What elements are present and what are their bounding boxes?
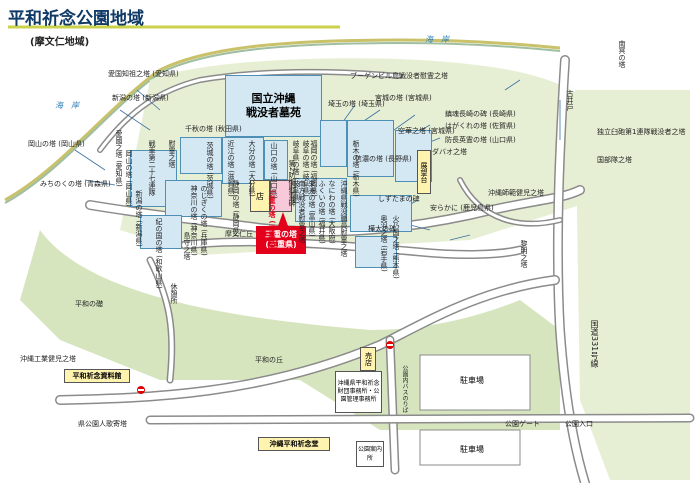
- monument-block-nagano: [350, 195, 412, 232]
- monument-akita: 千秋の塔 (秋田県): [185, 125, 242, 133]
- monument-saga: はがくれの塔 (佐賀県): [445, 122, 516, 130]
- peace-hill-label: 平和の丘: [255, 356, 283, 364]
- sea-label-west: 海 岸: [55, 101, 79, 110]
- mie-tower-site: [270, 180, 292, 212]
- old-well-label: 古井戸: [566, 90, 574, 111]
- monument-toyama: 栄光の塔 (富山県): [308, 180, 316, 237]
- park-entrance-label: 公園入口: [565, 420, 593, 428]
- monument-nagano: 信濃の塔 (長野県): [355, 155, 412, 163]
- highlight-name: 三重の塔: [265, 230, 297, 239]
- monument-niigata-main: 新潟の塔 (新潟県): [135, 190, 143, 247]
- parking-lot-upper[interactable]: 駐車場: [460, 375, 484, 385]
- monument-okinawa-shokuin: 沖縄県戦没職員慰霊之塔: [340, 180, 348, 257]
- monument-block-oita: [264, 140, 288, 180]
- monument-block-saitama: [320, 120, 347, 167]
- monument-osaka: なにわの塔 (大阪府): [328, 180, 336, 244]
- monument-block-shiga: [222, 137, 264, 184]
- monument-okinawa-kogyo: 沖縄工業健児之塔: [20, 355, 76, 363]
- monument-fukuoka: 福岡の塔 (福岡県): [310, 140, 318, 197]
- peace-stones-label: 平和の礎: [75, 300, 103, 308]
- monument-kenko: 県公園人歌寄塔: [78, 420, 127, 428]
- monument-gifu: 岐阜の塔 (岐阜県): [302, 140, 310, 197]
- monument-nagasaki: 鎮魂長崎の碑 (長崎県): [445, 110, 516, 118]
- monument-daini-boei: 第2防衛慰霊碑: [288, 160, 296, 207]
- route-331-label: 国道331号線: [590, 320, 599, 368]
- monument-aikoku: 愛國之塔 (愛知県): [115, 130, 123, 187]
- national-memorial-cemetery[interactable]: 国立沖縄 戦没者墓苑: [225, 75, 322, 137]
- monument-fukui: ふくいの塔 (福井県): [318, 180, 326, 244]
- shop-lower[interactable]: 売店: [360, 347, 376, 371]
- monument-shizutama: しずたまの碑: [378, 195, 420, 203]
- no-entry-west: [137, 386, 145, 394]
- monument-miyagi: 宮城の塔 (宮城県): [375, 94, 432, 102]
- monument-kagoshima: 安らかに (鹿児島県): [430, 204, 494, 212]
- shop-upper[interactable]: 店: [250, 180, 270, 212]
- monument-ibaraki: 茨城の塔 (茨城県): [206, 142, 214, 199]
- monument-block-tochigi: [347, 120, 394, 177]
- monument-oita: 大分の塔 (大分県): [248, 140, 256, 197]
- monument-mie: 三重の塔 (三重県): [268, 190, 276, 248]
- map-title: 平和祈念公園地域: [8, 9, 144, 29]
- monument-okayama-main: 岡山の塔 (岡山県): [125, 150, 133, 207]
- monument-block-osaka: [295, 178, 347, 222]
- monument-bougainville: ブーゲンビル島戦没者慰霊之塔: [350, 72, 448, 80]
- monument-nanmei: 南冥の塔: [618, 40, 626, 68]
- monument-block-akita: [180, 137, 222, 174]
- monument-shizuoka: 静岡の塔 (静岡県): [232, 180, 240, 237]
- national-memorial-line1: 国立沖縄: [251, 92, 296, 105]
- highlight-prefecture: (三重県): [265, 240, 297, 249]
- monument-aichi-chiso: 愛国知祖之塔 (愛知県): [108, 70, 179, 78]
- monument-okinawa-shihan: 沖縄師範健児之塔: [488, 189, 544, 197]
- peace-memorial-museum[interactable]: 平和祈念資料館: [64, 369, 130, 383]
- monument-niigata-left: 新潟の塔 (新潟県): [112, 94, 169, 102]
- rest-area-label: 休憩所: [170, 283, 178, 304]
- sea-label-east: 海 岸: [425, 35, 449, 44]
- highlight-pointer: [278, 212, 288, 226]
- mabuni-hill-label: 摩文仁丘: [225, 230, 253, 238]
- park-gate-label: 公園ゲート: [505, 420, 540, 428]
- monument-kumamoto: 火乃国之塔 (熊本県): [392, 215, 400, 279]
- foundation-office[interactable]: 沖縄県平和祈念財団事務所・公園管理事務所: [335, 371, 382, 413]
- monument-karafuto: 樺太の碑: [368, 225, 396, 233]
- monument-michinoku: みちのくの塔 (青森県): [40, 180, 111, 188]
- monument-kunibutai: 国部隊之塔: [597, 156, 632, 164]
- monument-kuuge: 空華之塔 (宮城県): [398, 127, 455, 135]
- monument-block-iwate: [355, 236, 397, 268]
- monument-saitama: 埼玉の塔 (埼玉県): [328, 100, 385, 108]
- monument-kanagawa: 神奈川の塔 (神奈川県): [190, 185, 198, 256]
- monument-iwate: 奥羽之塔 (岩手県): [380, 215, 388, 272]
- highlight-mie-tower[interactable]: 三重の塔 (三重県): [256, 226, 306, 254]
- monument-reimei: 黎明之塔: [520, 240, 528, 268]
- monument-bocho: 防長英霊の塔 (山口県): [445, 136, 516, 144]
- monument-davao: ダバオ之塔: [432, 148, 467, 156]
- monument-okayama: 岡山の塔 (岡山県): [28, 140, 85, 148]
- monument-dokuritsu: 独立臼砲第1連隊戦没者之塔: [597, 128, 686, 136]
- monument-block-wakayama: [140, 215, 182, 249]
- monument-yamaguchi: 山口の塔 (山口県): [270, 142, 278, 199]
- monument-shiga: 近江の塔 (滋賀県): [227, 140, 235, 197]
- monument-block-kanagawa: [165, 180, 222, 217]
- monument-sensha: 戦車第二十七連隊: [148, 140, 156, 196]
- bus-stop-label: 公園内バスのりば: [401, 365, 408, 413]
- map-subtitle: (摩文仁地域): [30, 37, 90, 48]
- okinawa-peace-hall[interactable]: 沖縄平和祈念堂: [258, 437, 330, 451]
- monument-gifu-ken: 岐阜県の塔 (岐阜県): [292, 140, 300, 204]
- monument-nanpo: 南方戦没者慰霊之塔: [298, 180, 306, 243]
- lookout-tower[interactable]: 展望台: [417, 150, 431, 194]
- national-memorial-line2: 戦没者墓苑: [246, 106, 301, 119]
- monument-wakayama: 紀の国の塔 (和歌山県): [155, 218, 163, 289]
- no-entry-center: [386, 341, 394, 349]
- monument-shimamori: 島守之塔: [183, 232, 191, 260]
- monument-nojigiku: のじぎくの塔 (兵庫県): [200, 185, 208, 256]
- monument-tochigi: 栃木の塔 (栃木県): [352, 140, 360, 197]
- parking-lot-lower[interactable]: 駐車場: [460, 444, 484, 454]
- monument-irei: 慰霊之塔: [168, 140, 176, 168]
- park-information-center[interactable]: 公園案内所: [356, 441, 384, 467]
